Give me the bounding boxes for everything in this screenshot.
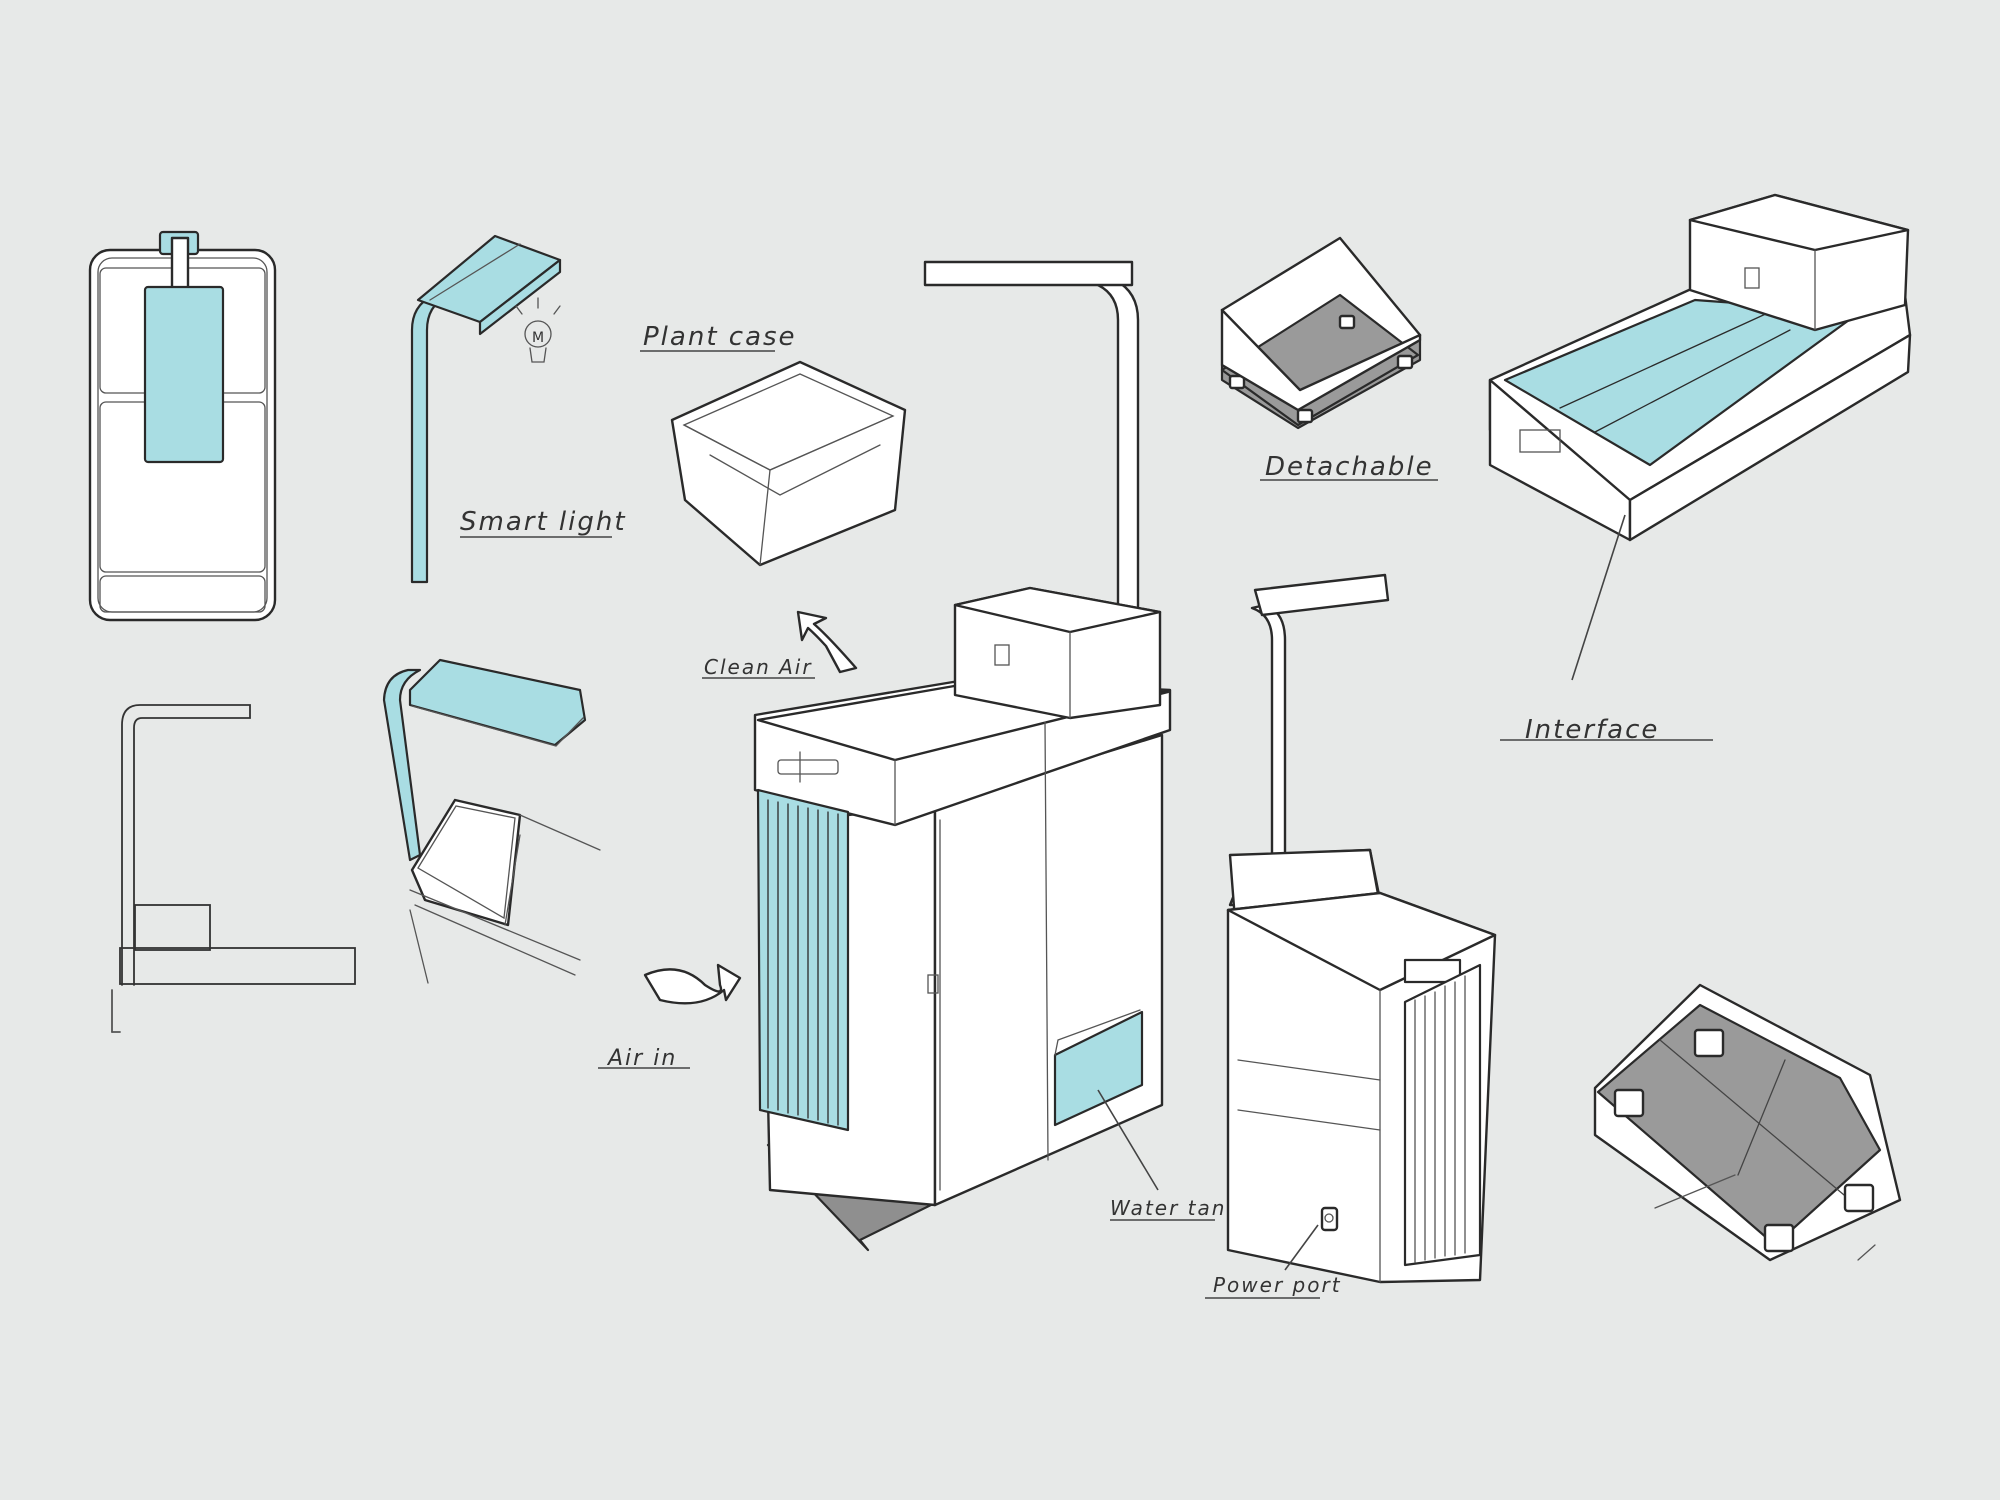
label-water-tank: Water tank xyxy=(1110,1196,1240,1220)
label-clean-air: Clean Air xyxy=(704,655,813,679)
smart-light-sketch: M xyxy=(410,234,562,584)
label-smart-light: Smart light xyxy=(460,507,627,537)
clean-air-arrow-icon xyxy=(796,610,858,674)
underside-tray-sketch xyxy=(1593,983,1902,1262)
air-in-arrow-icon xyxy=(643,963,742,1005)
lamp-tray-sketch xyxy=(382,658,601,984)
label-detachable: Detachable xyxy=(1265,452,1434,482)
bulb-mark: M xyxy=(532,330,544,346)
interface-tray-sketch xyxy=(1488,193,1912,542)
detachable-base-sketch xyxy=(1220,236,1422,430)
label-air-in: Air in xyxy=(606,1046,677,1071)
secondary-device-sketch xyxy=(1226,573,1497,1284)
top-view-sketch xyxy=(88,230,277,622)
main-device-sketch xyxy=(753,260,1172,1252)
side-profile-sketch xyxy=(111,704,356,1033)
label-power-port: Power port xyxy=(1213,1273,1342,1297)
plant-case-sketch xyxy=(670,360,907,567)
label-plant-case: Plant case xyxy=(643,322,797,352)
